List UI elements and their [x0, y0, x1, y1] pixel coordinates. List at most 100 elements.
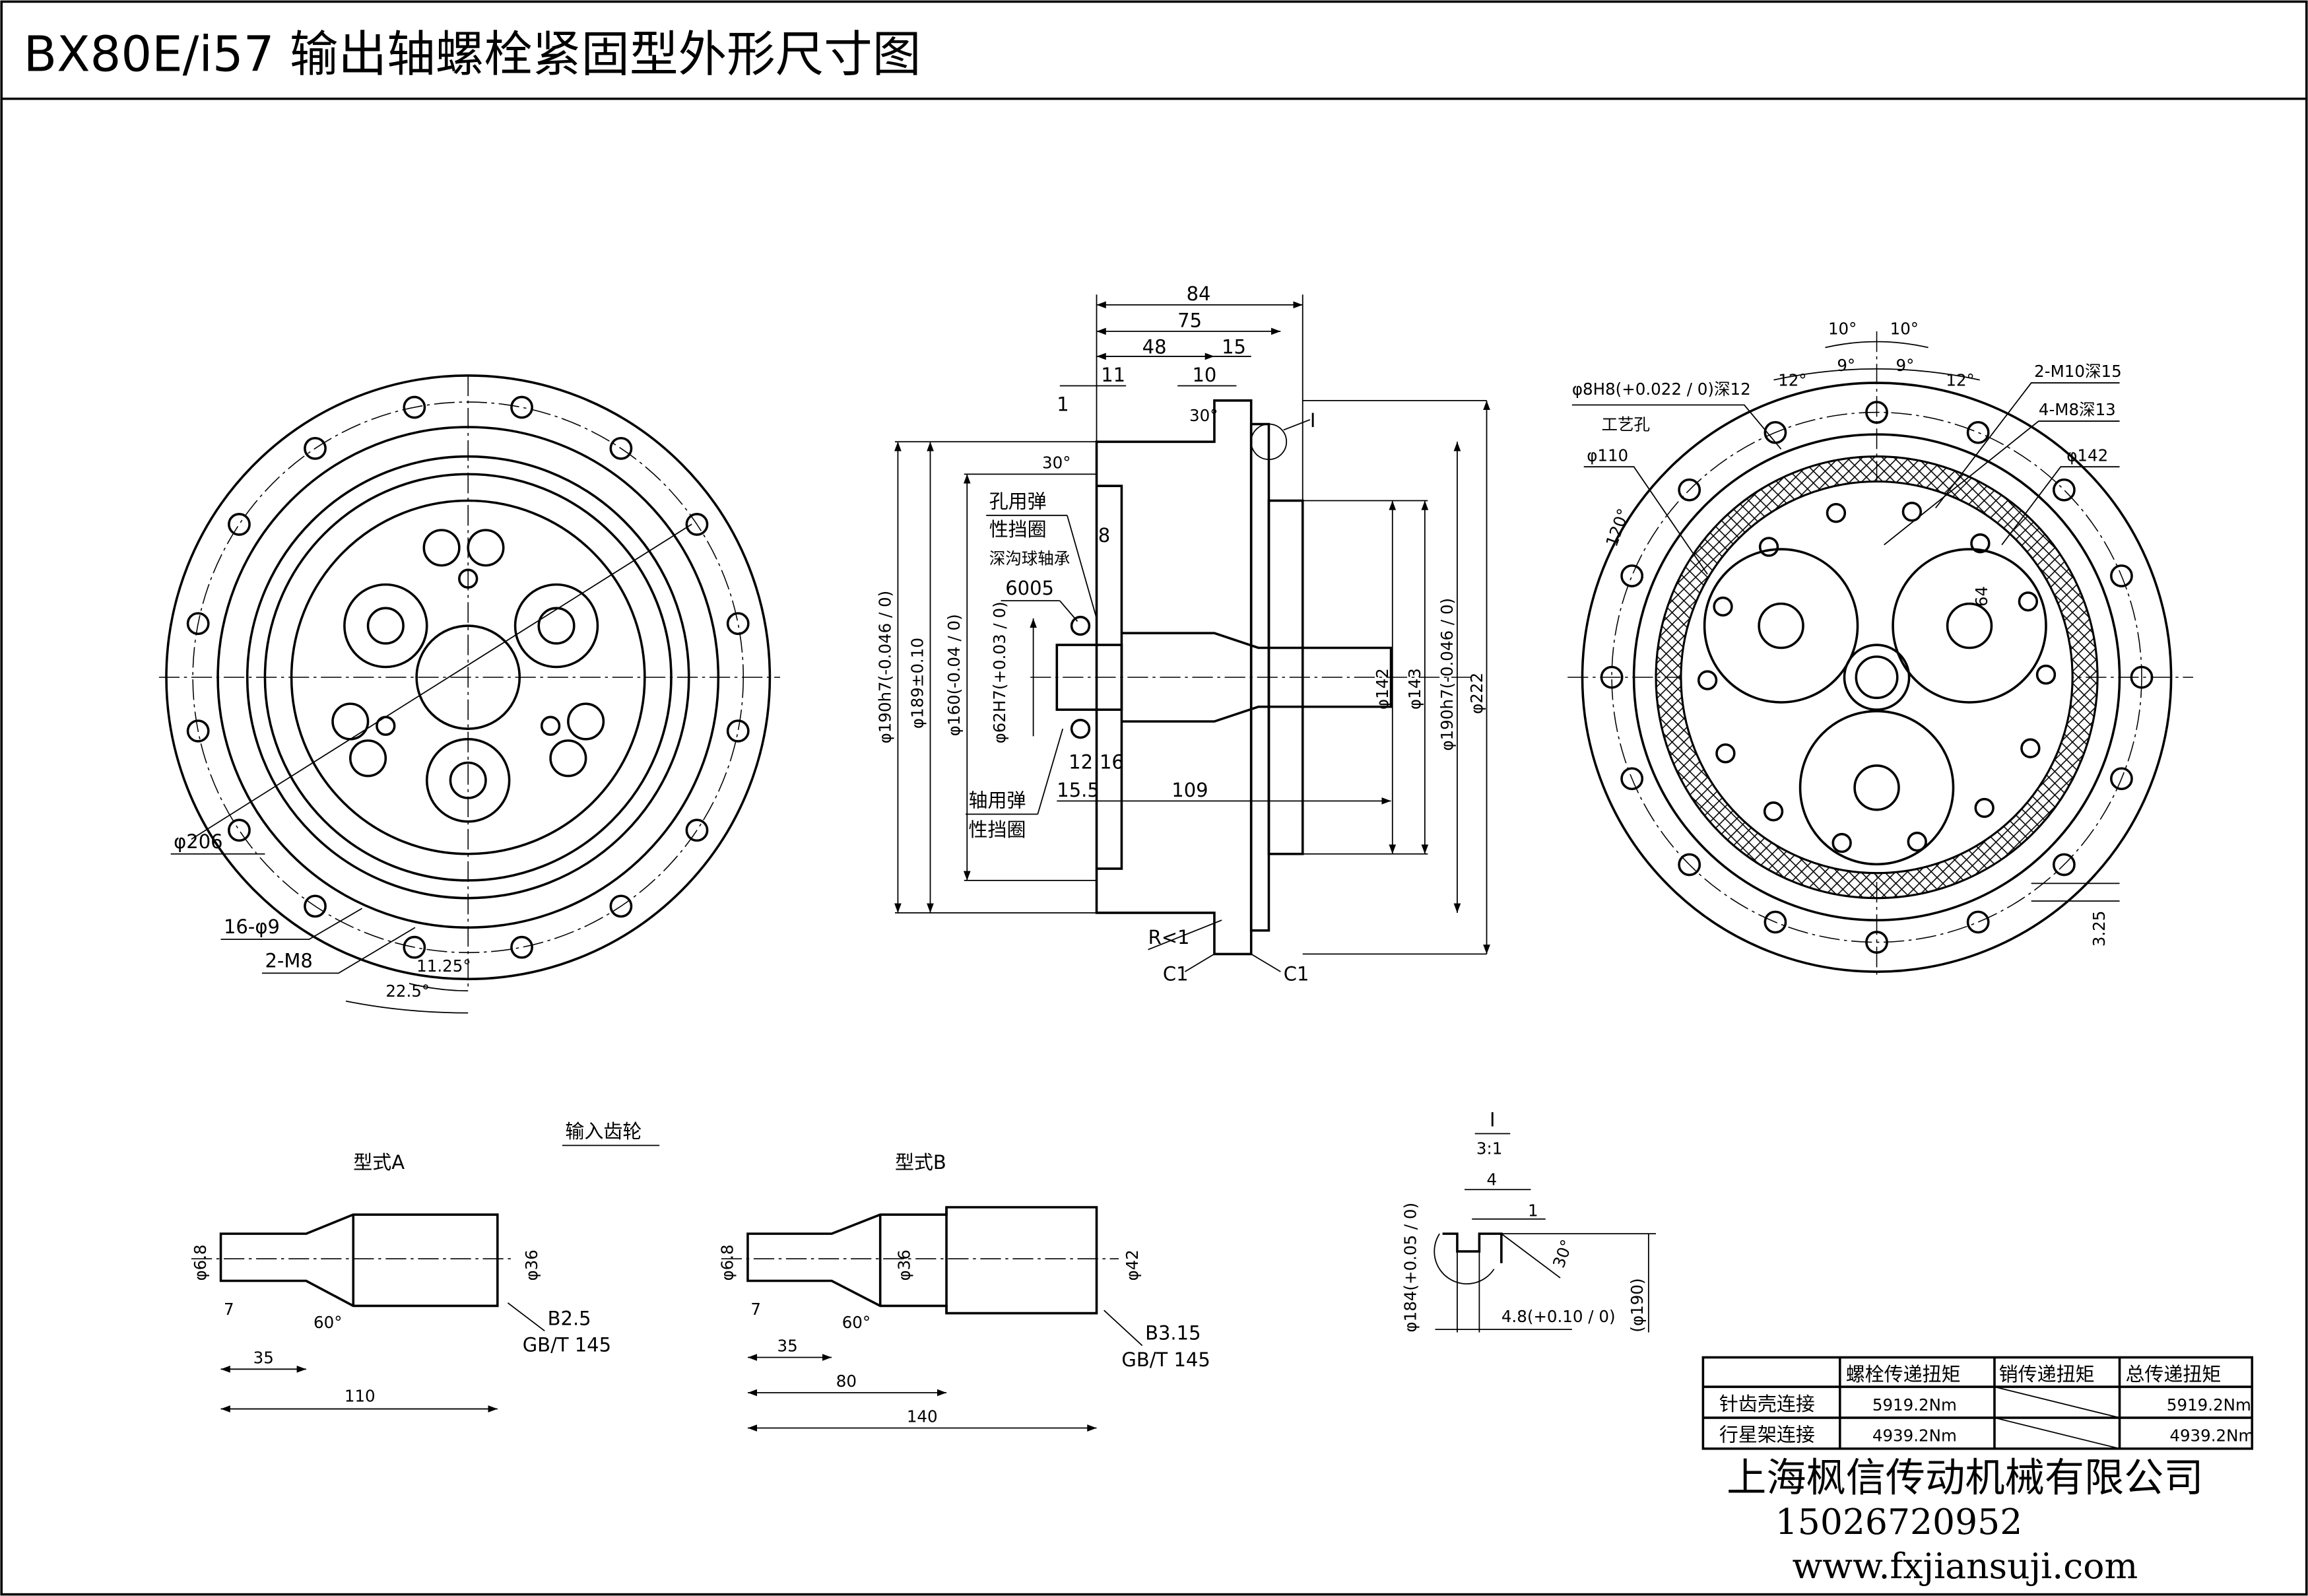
- label-chamfer-left: C1: [1163, 963, 1189, 985]
- torque-table: 螺栓传递扭矩 销传递扭矩 总传递扭矩 针齿壳连接 5919.2Nm 5919.2…: [1701, 1356, 2254, 1450]
- bolt-hole: [510, 395, 533, 419]
- dim-dia-189: φ189±0.10: [907, 638, 927, 729]
- type-b-dim-140: 140: [907, 1407, 938, 1426]
- type-a-dim-7: 7: [224, 1300, 234, 1319]
- output-side-view: 10° 10° 9° 9° 12° 12° φ8H8(+0.022 / 0)深1…: [1567, 319, 2194, 980]
- dim-dia-143: φ143: [1405, 668, 1424, 710]
- pin-hole: [2020, 738, 2041, 758]
- detail-mark-i: I: [1310, 409, 1316, 432]
- bolt-hole: [726, 719, 750, 743]
- company-info: 上海枫信传动机械有限公司 15026720952 www.fxjiansuji.…: [1727, 1455, 2203, 1587]
- type-b-angle: 60°: [842, 1313, 871, 1332]
- dim-angle-120: 120°: [1602, 506, 1633, 549]
- bolt-hole: [1678, 853, 1701, 877]
- label-dia-142: φ142: [2066, 446, 2108, 465]
- bolt-hole: [304, 894, 327, 918]
- bolt-hole: [2130, 665, 2154, 689]
- dim-15: 15: [1222, 335, 1246, 358]
- dim-109: 109: [1171, 779, 1208, 801]
- label-tapped: 2-M8: [265, 949, 312, 972]
- label-chamfer-right: C1: [1284, 963, 1309, 985]
- bolt-hole: [510, 935, 533, 959]
- dim-dia-222: φ222: [1467, 673, 1486, 714]
- dim-dia-206: φ206: [174, 830, 222, 853]
- pin-hole: [1697, 670, 1718, 690]
- bolt-hole: [726, 612, 750, 636]
- type-b-label: 型式B: [895, 1151, 946, 1174]
- dim-48: 48: [1142, 335, 1167, 358]
- label-radius: R<1: [1148, 926, 1190, 948]
- label-holes: 16-φ9: [224, 915, 280, 938]
- type-b-center: B3.15: [1145, 1322, 1201, 1345]
- bolt-hole: [186, 719, 210, 743]
- dim-angle-10-right: 10°: [1890, 319, 1919, 338]
- type-a-dia-6-8: φ6.8: [191, 1244, 210, 1280]
- dim-12: 12: [1069, 750, 1093, 773]
- table-header-pin: 销传递扭矩: [1999, 1363, 2095, 1385]
- pin-hole: [1826, 502, 1847, 523]
- table-row-label: 行星架连接: [1719, 1424, 1815, 1446]
- detail-angle: 30°: [1549, 1237, 1577, 1271]
- dim-3-25: 3.25: [2090, 911, 2109, 947]
- label-hole-circlip-2: 性挡圈: [989, 518, 1047, 541]
- bolt-hole: [228, 513, 251, 536]
- dim-75: 75: [1177, 309, 1202, 331]
- dim-16: 16: [1100, 750, 1124, 773]
- label-hole-circlip-1: 孔用弹: [989, 490, 1047, 513]
- dim-dia-160: φ160(-0.04 / 0): [944, 614, 964, 736]
- type-a-center: B2.5: [548, 1307, 591, 1329]
- bolt-hole: [1600, 665, 1624, 689]
- dim-30-left: 30°: [1042, 453, 1071, 472]
- detail-dia-190: (φ190): [1628, 1278, 1647, 1332]
- dim-1: 1: [1057, 393, 1069, 415]
- company-phone: 15026720952: [1775, 1501, 2023, 1543]
- bolt-hole: [2053, 853, 2076, 877]
- drawing-title: BX80E/i57 输出轴螺栓紧固型外形尺寸图: [24, 26, 921, 83]
- type-b-dia-42: φ42: [1123, 1249, 1142, 1280]
- pin-hole: [1758, 537, 1779, 557]
- bolt-hole: [186, 612, 210, 636]
- type-a-std: GB/T 145: [523, 1334, 611, 1356]
- type-a-angle: 60°: [313, 1313, 342, 1332]
- dim-dia-190h7-left: φ190h7(-0.046 / 0): [875, 591, 894, 744]
- label-m8: 4-M8深13: [2039, 400, 2116, 419]
- bolt-hole: [2110, 767, 2133, 791]
- pin-hole: [1901, 502, 1923, 522]
- bolt-hole: [1620, 564, 1644, 587]
- label-shaft-circlip-2: 性挡圈: [968, 818, 1026, 841]
- company-name: 上海枫信传动机械有限公司: [1727, 1455, 2203, 1501]
- bolt-hole: [403, 395, 426, 419]
- detail-dim-1: 1: [1528, 1201, 1538, 1220]
- bolt-hole: [403, 935, 426, 959]
- table-header-bolt: 螺栓传递扭矩: [1846, 1363, 1961, 1385]
- dim-angle-10-left: 10°: [1828, 319, 1857, 338]
- pin-hole: [1763, 801, 1784, 822]
- dim-64: 64: [1972, 586, 1991, 607]
- dim-11: 11: [1101, 364, 1125, 386]
- section-view: 84 75 48 15 11 10 1 30° 30° I 孔用弹 性挡圈 8 …: [875, 283, 1490, 985]
- mounting-holes: [186, 395, 750, 959]
- dim-15-5: 15.5: [1057, 779, 1100, 801]
- bolt-hole: [609, 894, 633, 918]
- pin-hole: [1713, 596, 1733, 617]
- detail-i-view: I 3:1 4 1 30° φ184(+0.05 / 0) 4.8(+0.10 …: [1401, 1108, 1657, 1333]
- label-pin-hole: φ8H8(+0.022 / 0)深12: [1572, 380, 1751, 399]
- type-a-dia-36: φ36: [522, 1249, 541, 1280]
- type-b-dia-6-8: φ6.8: [718, 1244, 737, 1280]
- dim-dia-62: φ62H7(+0.03 / 0): [990, 601, 1009, 743]
- type-a-dim-35: 35: [253, 1348, 274, 1367]
- company-website: www.fxjiansuji.com: [1792, 1545, 2138, 1587]
- detail-scale: 3:1: [1476, 1139, 1502, 1158]
- table-cell-total: 5919.2Nm: [2167, 1395, 2251, 1414]
- table-cell-total: 4939.2Nm: [2169, 1426, 2254, 1446]
- label-bearing: 深沟球轴承: [989, 549, 1071, 568]
- table-row-label: 针齿壳连接: [1719, 1393, 1815, 1415]
- dim-angle-9-left: 9°: [1837, 356, 1855, 375]
- input-gear-heading: 输入齿轮: [565, 1120, 642, 1143]
- pin-hole: [1831, 832, 1852, 853]
- pin-hole: [2035, 664, 2057, 685]
- bolt-hole: [1966, 420, 1990, 444]
- bolt-hole: [1865, 931, 1888, 954]
- pin-hole: [1970, 533, 1991, 554]
